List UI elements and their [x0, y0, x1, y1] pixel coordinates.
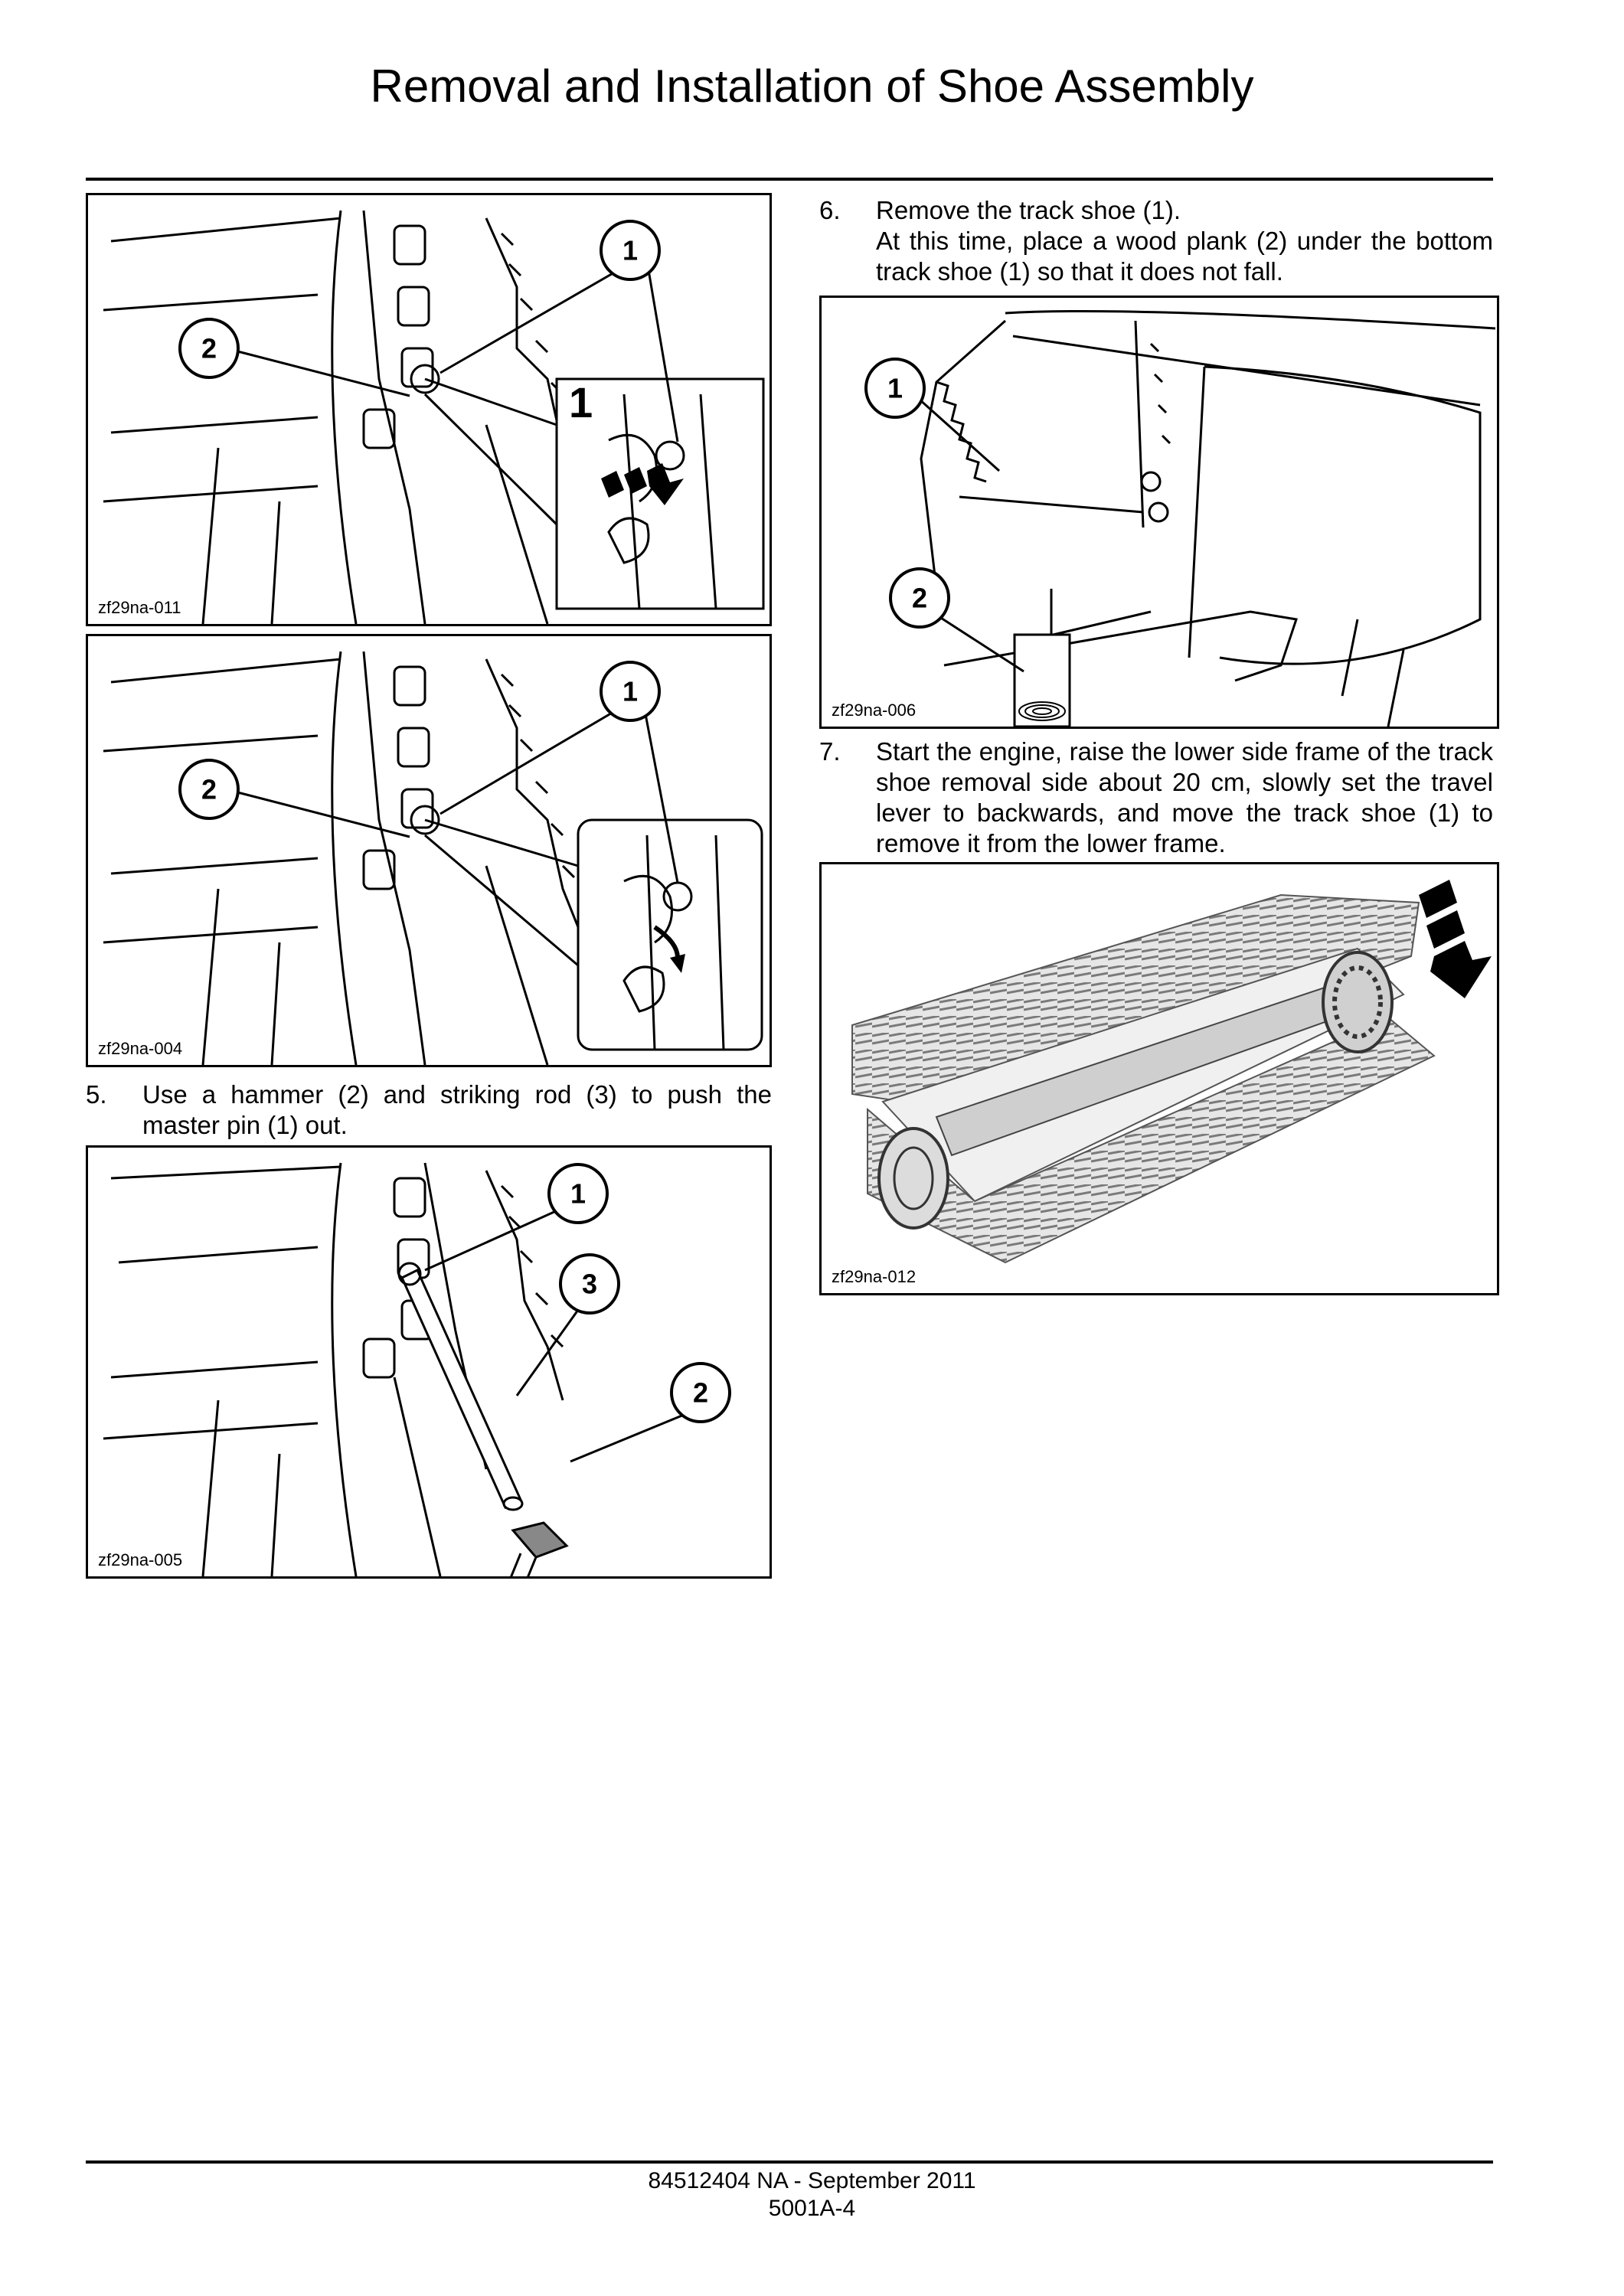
lower-frame-track-illustration	[851, 880, 1492, 1264]
master-pin-illustration: 1 1 2	[103, 210, 765, 624]
callout-1: 1	[600, 661, 661, 722]
figure-id: zf29na-005	[96, 1550, 185, 1570]
footer-doc-number: 84512404 NA - September 2011	[648, 2168, 976, 2193]
callout-2: 2	[178, 318, 240, 379]
hammer-rod-illustration: 1 3 2	[103, 1162, 731, 1576]
step-text-note: At this time, place a wood plank (2) und…	[876, 227, 1493, 286]
svg-text:2: 2	[201, 774, 217, 805]
step-text: Start the engine, raise the lower side f…	[876, 737, 1493, 857]
callout-1: 1	[547, 1163, 609, 1224]
footer-rule	[86, 2160, 1493, 2164]
callout-2: 2	[670, 1362, 731, 1423]
svg-text:2: 2	[201, 333, 217, 364]
figure-zf29na-004: 1 2 zf29na-004	[86, 634, 772, 1067]
step-number: 5.	[86, 1080, 107, 1109]
svg-text:1: 1	[570, 1178, 586, 1210]
track-shoe-wood-plank-illustration: 1 2	[864, 310, 1496, 727]
svg-text:2: 2	[912, 583, 927, 614]
callout-1: 1	[600, 220, 661, 281]
figure-zf29na-011: 1 1 2 zf29na-011	[86, 193, 772, 626]
figure-id: zf29na-004	[96, 1039, 185, 1059]
step-number: 6.	[819, 196, 841, 224]
callout-1: 1	[864, 358, 926, 419]
callout-2: 2	[889, 567, 950, 629]
step-text: Use a hammer (2) and striking rod (3) to…	[142, 1080, 772, 1139]
figure-id: zf29na-006	[829, 701, 919, 720]
svg-text:1: 1	[622, 676, 638, 707]
figure-zf29na-012: zf29na-012	[819, 862, 1499, 1295]
footer-page-number: 5001A-4	[768, 2196, 856, 2221]
figure-id: zf29na-011	[96, 598, 184, 618]
master-pin-removed-illustration: 1 2	[103, 651, 763, 1065]
svg-text:2: 2	[693, 1377, 708, 1409]
svg-text:1: 1	[887, 373, 903, 404]
figure-zf29na-006: 1 2 zf29na-006	[819, 296, 1499, 729]
svg-text:1: 1	[622, 235, 638, 266]
callout-3: 3	[559, 1253, 620, 1315]
callout-2: 2	[178, 759, 240, 820]
inset-callout-label: 1	[569, 378, 593, 426]
figure-id: zf29na-012	[829, 1267, 919, 1287]
step-number: 7.	[819, 737, 841, 766]
header-rule	[86, 178, 1493, 181]
svg-text:3: 3	[582, 1269, 597, 1300]
step-text: Remove the track shoe (1).	[876, 196, 1181, 224]
figure-zf29na-005: 1 3 2 zf29na-005	[86, 1145, 772, 1579]
page-title: Removal and Installation of Shoe Assembl…	[370, 60, 1254, 112]
